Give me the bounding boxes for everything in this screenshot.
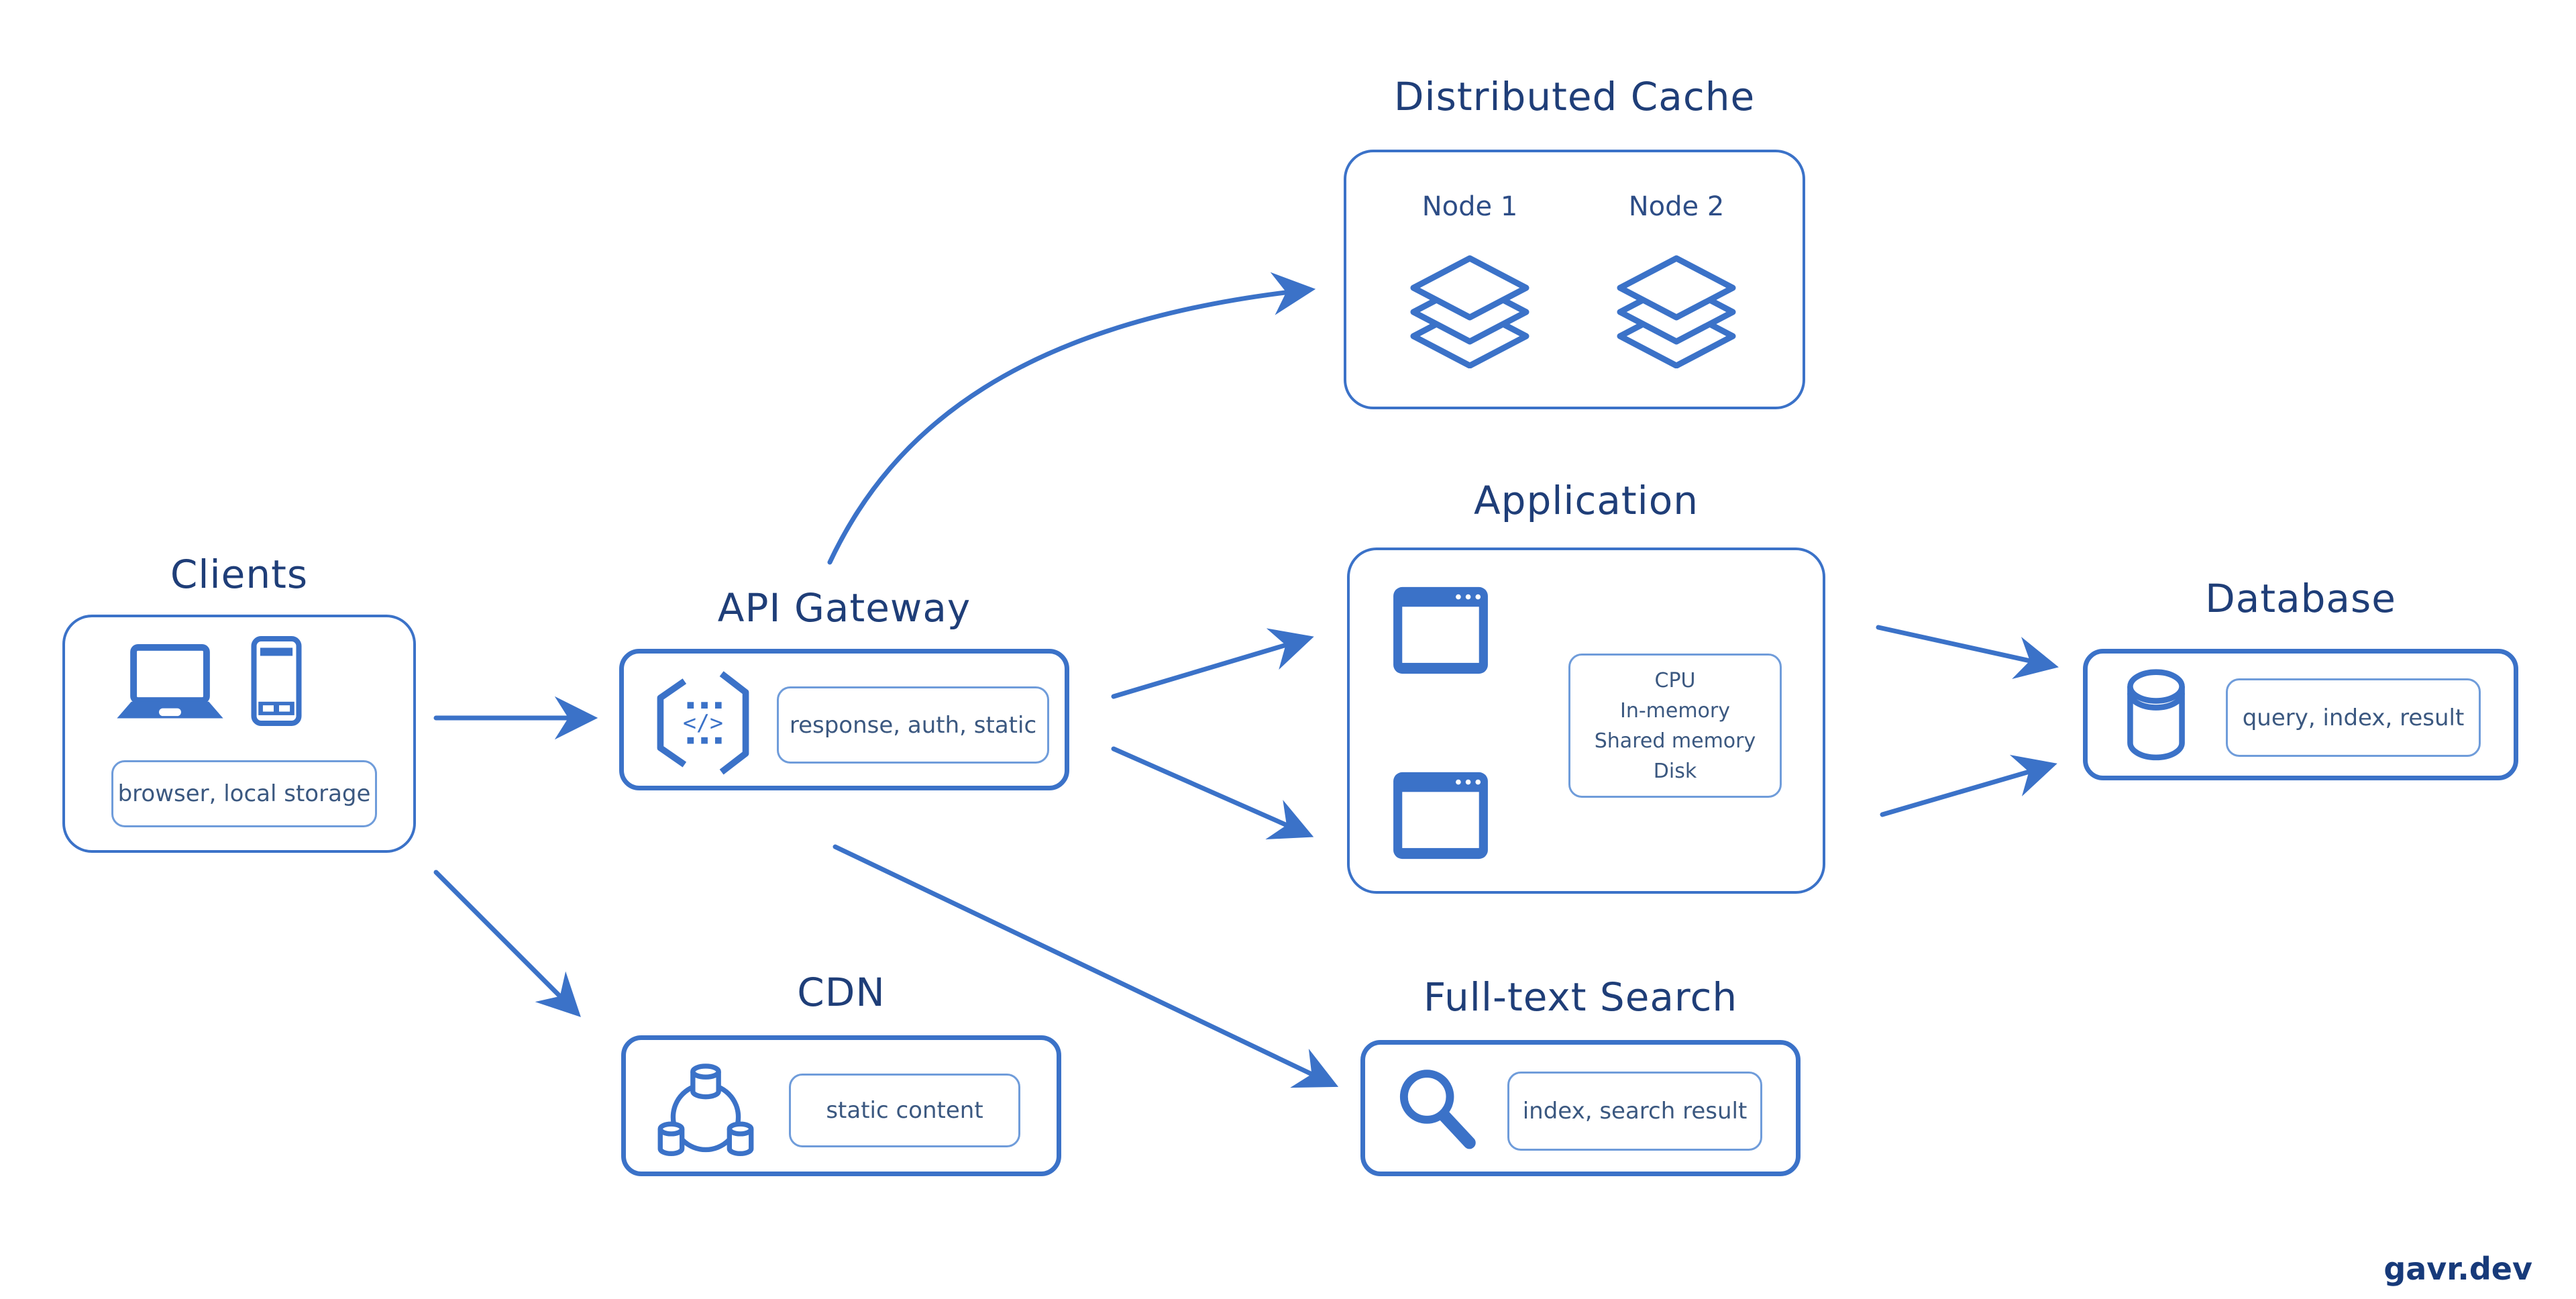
database-box: query, index, result — [2083, 649, 2518, 780]
cache-node2-label: Node 2 — [1628, 191, 1725, 222]
application-resources-label: CPU In-memory Shared memory Disk — [1568, 654, 1782, 798]
distributed-cache-title: Distributed Cache — [1393, 74, 1756, 119]
watermark: gavr.dev — [2383, 1251, 2532, 1287]
arrow-api-gateway-to-application-upper — [1111, 628, 1314, 699]
cdn-label: static content — [789, 1074, 1020, 1147]
database-title: Database — [2205, 576, 2396, 621]
api-gateway-box: </> response, auth, static — [619, 649, 1069, 790]
app-window1-icon — [1393, 586, 1488, 674]
api-gateway-title: API Gateway — [717, 585, 971, 631]
cache-node1-layers-icon — [1410, 255, 1529, 368]
cdn-title: CDN — [797, 970, 885, 1015]
app-window2-icon — [1393, 772, 1488, 860]
api-gateway-code-glyph: </> — [683, 709, 723, 735]
api-gateway-label: response, auth, static — [777, 686, 1049, 764]
resource-disk: Disk — [1653, 759, 1697, 783]
resource-shared-memory: Shared memory — [1594, 729, 1756, 753]
arrow-clients-to-cdn — [433, 870, 581, 1017]
arrow-api-gateway-to-distributed-cache — [827, 272, 1316, 565]
resource-cpu: CPU — [1654, 668, 1696, 692]
cdn-network-icon — [657, 1063, 754, 1157]
clients-title: Clients — [170, 552, 309, 597]
fulltext-search-title: Full-text Search — [1423, 974, 1738, 1020]
application-box: CPU In-memory Shared memory Disk — [1347, 548, 1825, 894]
database-label: query, index, result — [2226, 678, 2481, 757]
arrow-application-to-database-lower — [1880, 755, 2057, 817]
arrow-application-to-database-upper — [1876, 625, 2059, 679]
database-cylinder-icon — [2127, 669, 2185, 761]
api-gateway-icon: </> — [657, 671, 749, 775]
arrow-api-gateway-to-application-lower — [1111, 746, 1314, 839]
search-icon — [1399, 1070, 1476, 1149]
cache-node1-label: Node 1 — [1421, 191, 1518, 222]
arrow-api-gateway-to-fulltext-search — [833, 844, 1339, 1088]
clients-box: browser, local storage — [62, 615, 416, 853]
fulltext-search-box: index, search result — [1360, 1040, 1801, 1176]
laptop-icon — [117, 644, 223, 719]
clients-storage-label: browser, local storage — [111, 760, 377, 827]
resource-in-memory: In-memory — [1619, 698, 1731, 723]
fulltext-search-label: index, search result — [1507, 1072, 1762, 1151]
distributed-cache-box: Node 1 Node 2 — [1344, 150, 1805, 409]
cdn-box: static content — [621, 1035, 1061, 1176]
cache-node2-layers-icon — [1617, 255, 1736, 368]
smartphone-icon — [251, 636, 302, 726]
application-title: Application — [1473, 478, 1699, 523]
